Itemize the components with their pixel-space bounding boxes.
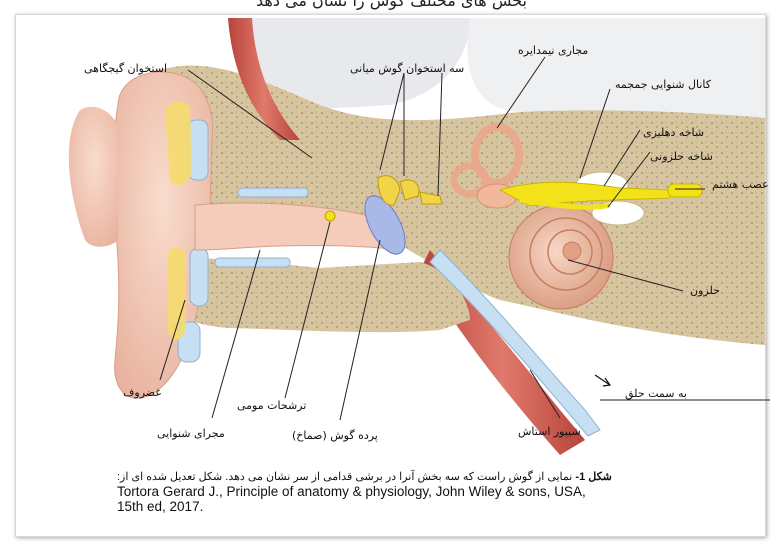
caption-citation-line-1: Tortora Gerard J., Principle of anatomy …	[117, 484, 732, 499]
caption-figure-text: نمایی از گوش راست که سه بخش آنرا در برشی…	[117, 471, 575, 483]
label-to-throat: به سمت حلق	[625, 387, 687, 400]
caption-figure-label: شکل 1-	[575, 471, 611, 483]
label-semicircular-canals: مجاری نیمدایره	[518, 44, 588, 57]
label-eustachian-tube: شیپور استاش	[518, 425, 581, 438]
to-throat-arrow	[595, 375, 610, 385]
earwax-blob	[325, 211, 335, 221]
cartilage-piece-2	[190, 248, 208, 306]
eighth-nerve-stub	[668, 184, 702, 197]
caption-citation-line-2: 15th ed, 2017.	[117, 499, 732, 514]
label-temporal-bone: استخوان گیجگاهی	[84, 62, 167, 75]
auricle-edge	[69, 107, 120, 247]
label-cochlea: حلزون	[690, 284, 720, 297]
label-vestibular-branch: شاخه دهلیزی	[643, 126, 704, 139]
canal-cartilage-bottom	[215, 258, 290, 267]
canal-cartilage-top	[238, 188, 308, 197]
label-cochlear-branch: شاخه حلزونی	[650, 150, 713, 163]
cranial-cavity-right	[467, 18, 765, 120]
label-eardrum: پرده گوش (صماخ)	[292, 429, 378, 442]
figure-caption: شکل 1- نمایی از گوش راست که سه بخش آنرا …	[117, 470, 732, 514]
label-earwax: ترشحات مومی	[237, 399, 306, 412]
cochlea-apex	[563, 242, 581, 260]
label-ear-canal: مجرای شنوایی	[157, 427, 225, 440]
label-middle-ear-ossicles: سه استخوان گوش میانی	[350, 62, 464, 75]
caption-persian: شکل 1- نمایی از گوش راست که سه بخش آنرا …	[117, 470, 732, 484]
label-cartilage: غضروف	[123, 386, 161, 399]
label-eighth-nerve: عصب هشتم	[712, 178, 769, 191]
label-internal-auditory-canal: کانال شنوایی جمجمه	[615, 78, 711, 91]
